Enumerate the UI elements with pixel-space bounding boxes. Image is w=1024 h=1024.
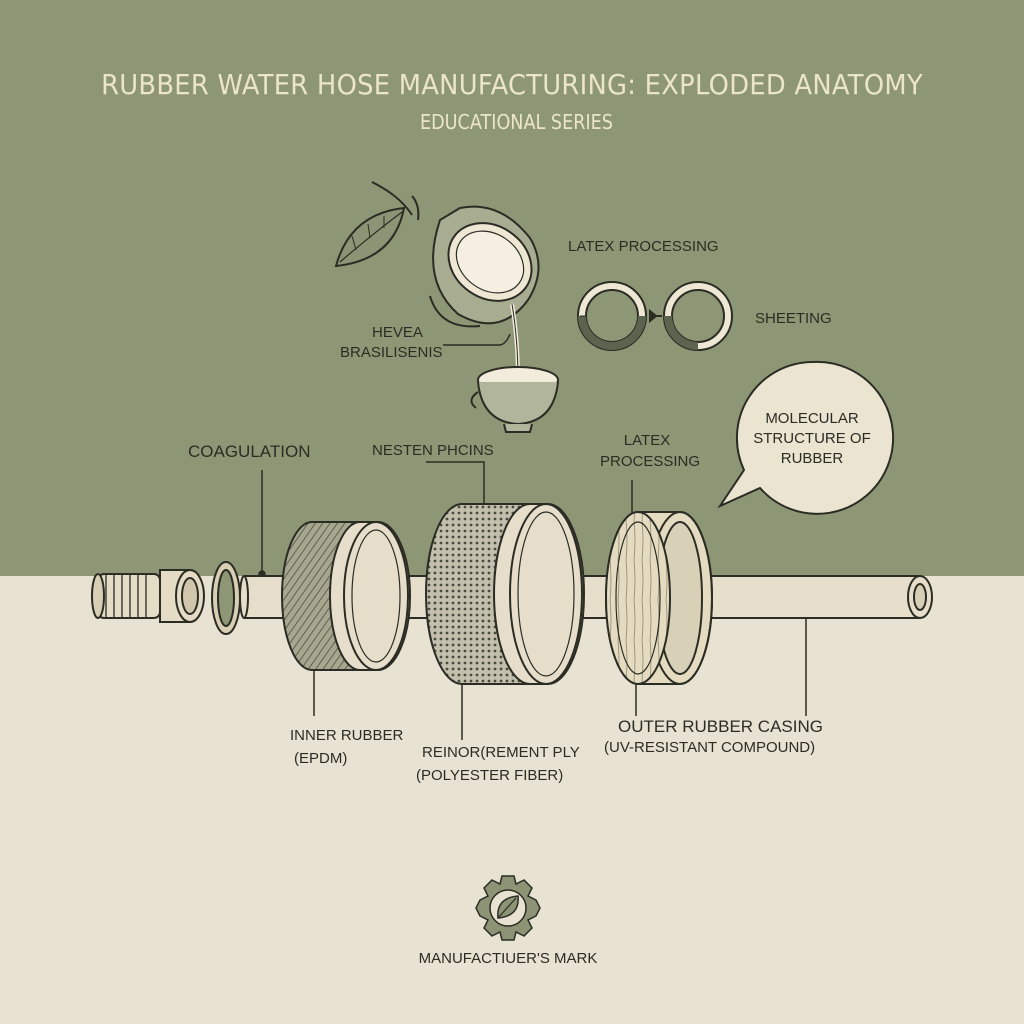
hevea-branch-illustration (334, 181, 559, 433)
label-molecular-line3: RUBBER (780, 450, 844, 467)
label-latex-processing-mid-line2: PROCESSING (600, 453, 701, 470)
label-latex-processing-top: LATEX PROCESSING (568, 238, 719, 255)
label-inner-rubber-line1: INNER RUBBER (290, 727, 404, 744)
hose-assembly (91, 503, 933, 685)
label-latex-processing-mid-line1: LATEX (623, 432, 671, 449)
outer-casing (605, 511, 713, 685)
label-sheeting: SHEETING (755, 310, 832, 327)
latex-processing-rings (577, 281, 733, 351)
label-coagulation: COAGULATION (188, 442, 311, 461)
latex-cup-icon (470, 366, 559, 433)
label-inner-rubber-line2: (EPDM) (294, 750, 348, 767)
label-outer-casing-line1: OUTER RUBBER CASING (618, 717, 823, 736)
inner-rubber-layer (281, 521, 411, 671)
label-reinforcement-line1: REINOR(REMENT PLY (422, 744, 580, 761)
label-hevea-line1: HEVEA (372, 324, 423, 341)
page-title: RUBBER WATER HOSE MANUFACTURING: EXPLODE… (101, 68, 923, 101)
label-outer-casing-line2: (UV-RESISTANT COMPOUND) (604, 739, 816, 756)
hose-fitting (91, 569, 205, 623)
label-hevea-line2: BRASILISENIS (340, 344, 443, 361)
label-molecular-line1: MOLECULAR (765, 410, 859, 427)
o-ring (211, 561, 241, 635)
molecular-speech-bubble (717, 360, 895, 515)
label-nesten-phcins: NESTEN PHCINS (372, 442, 494, 459)
label-reinforcement-line2: (POLYESTER FIBER) (416, 767, 564, 784)
reinforcement-ply (425, 503, 585, 685)
label-manufacturers-mark: MANUFACTIUER'S MARK (418, 950, 598, 967)
label-molecular-line2: STRUCTURE OF (753, 430, 871, 447)
page-subtitle: EDUCATIONAL SERIES (420, 110, 613, 134)
gear-leaf-icon (475, 875, 541, 941)
